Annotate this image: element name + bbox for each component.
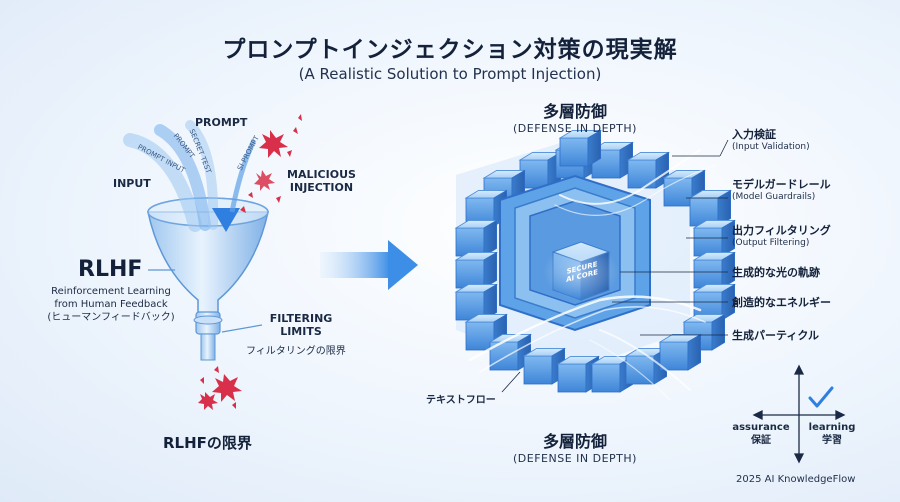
label-particles: 生成パーティクル [732, 329, 820, 342]
page-subtitle: (A Realistic Solution to Prompt Injectio… [298, 65, 602, 83]
label-creative-energy: 創造的なエネルギー [732, 296, 831, 309]
checkmark-icon [808, 386, 834, 408]
rlhf-limits-caption: RLHFの限界 [163, 434, 252, 452]
cube-block [590, 355, 635, 393]
label-model-guardrails: モデルガードレール (Model Guardrails) [732, 178, 831, 202]
quadrant-assurance: assurance 保証 [732, 422, 790, 446]
defense-cube [454, 129, 737, 393]
quadrant-learning: learning 学習 [808, 422, 856, 446]
cube-block [454, 283, 499, 321]
cube-block [454, 251, 499, 289]
cube-block [692, 251, 737, 289]
text-flow-label: テキストフロー [426, 395, 496, 406]
defense-heading-top: 多層防御 (DEFENSE IN DEPTH) [513, 102, 637, 135]
light-trails [468, 149, 716, 401]
rlhf-heading: RLHF [78, 257, 143, 282]
cube-block [658, 333, 703, 371]
defense-heading-bottom: 多層防御 (DEFENSE IN DEPTH) [513, 432, 637, 465]
filtering-limits-ja: フィルタリングの限界 [246, 346, 346, 357]
input-label: INPUT [113, 177, 151, 190]
rlhf-description: Reinforcement Learning from Human Feedba… [47, 286, 175, 323]
label-light-trails: 生成的な光の軌跡 [732, 266, 820, 279]
malicious-label: MALICIOUS INJECTION [287, 168, 356, 194]
cube-block [626, 151, 671, 189]
cube-block [464, 313, 509, 351]
filtering-pointer-line [221, 324, 263, 333]
malicious-shards [198, 114, 302, 410]
label-leaders [501, 139, 729, 393]
cube-block [558, 129, 603, 167]
footer-credit: 2025 AI KnowledgeFlow [736, 474, 856, 485]
label-output-filtering: 出力フィルタリング (Output Filtering) [732, 224, 831, 248]
filtering-limits-label: FILTERING LIMITS [269, 312, 333, 338]
cube-block [454, 219, 499, 257]
prompt-label: PROMPT [195, 116, 248, 129]
quadrant-axes [752, 364, 846, 464]
cube-block [662, 169, 707, 207]
input-streams [123, 120, 257, 232]
page-title: プロンプトインジェクション対策の現実解 [222, 37, 678, 63]
center-arrow [320, 240, 418, 290]
label-input-validation: 入力検証 (Input Validation) [732, 128, 810, 152]
cube-block [682, 313, 727, 351]
